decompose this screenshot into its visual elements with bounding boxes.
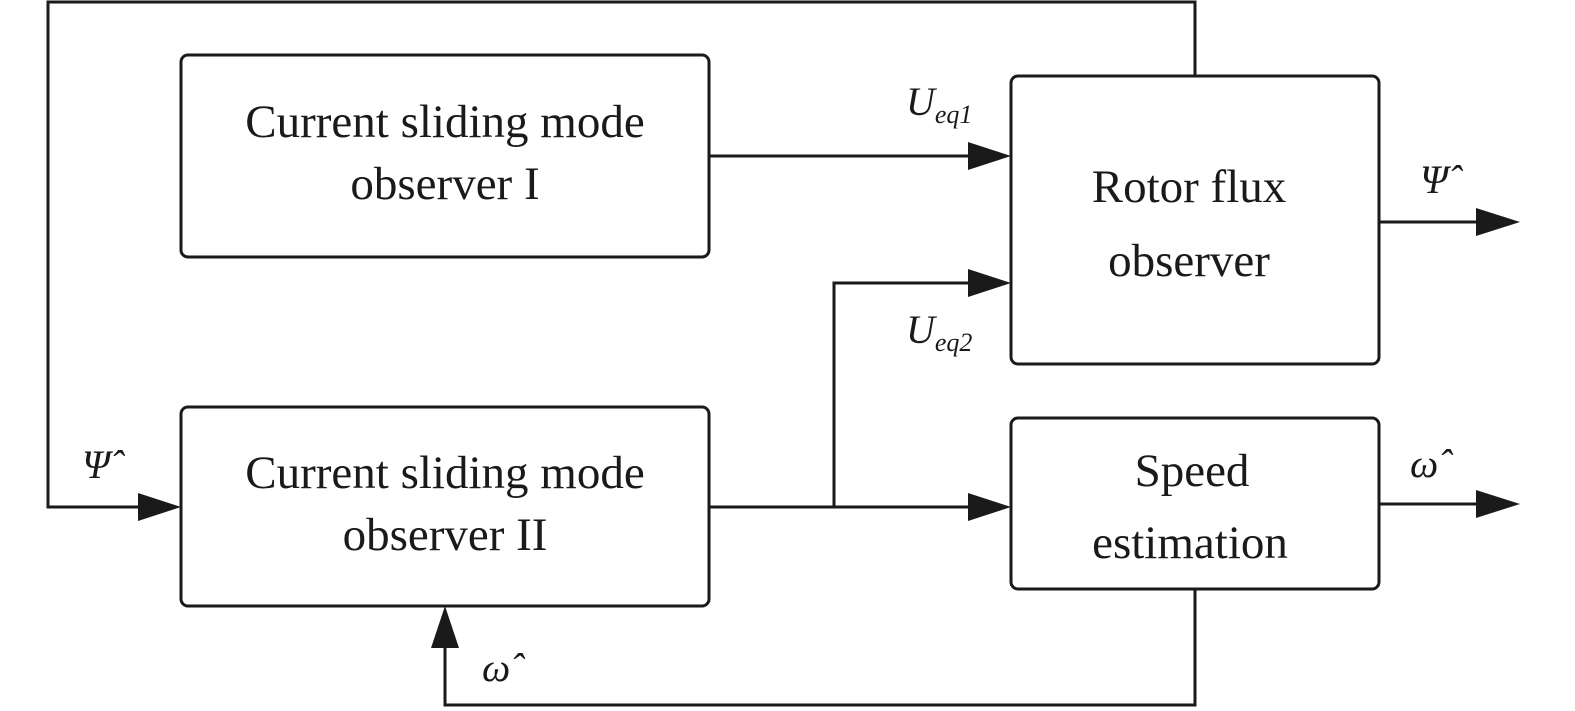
flux-feedback-arrowhead [138,493,181,521]
speed-estimation-label-line2: estimation [1092,517,1288,569]
speed-feedback-loop [431,589,1197,707]
flux-feedback-loop [46,0,1197,521]
ueq1-arrowhead [968,142,1011,170]
speed-feedback-arrowhead [431,606,459,648]
flux-output-label: Ψ̂ [1420,157,1463,202]
observer-1-label-line2: observer I [350,158,539,210]
observer-2-label-line1: Current sliding mode [245,447,644,499]
rotor-flux-observer: Rotor flux observer [1009,74,1381,366]
ueq1-label: Ueq1 [906,79,972,129]
rotor-flux-label-line2: observer [1108,235,1270,287]
speed-output-label: ω̂ [1410,441,1453,486]
current-sliding-mode-observer-1: Current sliding mode observer I [179,53,711,259]
rotor-flux-label-line1: Rotor flux [1092,161,1287,213]
speed-input-arrowhead [968,493,1011,521]
speed-estimation: Speed estimation [1009,416,1381,591]
flux-feedback-label: Ψ̂ [82,442,125,487]
current-sliding-mode-observer-2: Current sliding mode observer II [179,405,711,608]
ueq2-connection [709,269,1011,521]
speed-estimation-label-line1: Speed [1135,445,1250,497]
ueq2-arrowhead [968,269,1011,297]
flux-output-arrowhead [1476,208,1520,236]
flux-output-connection [1379,208,1520,236]
speed-output-connection [1379,490,1520,518]
speed-feedback-label: ω̂ [482,645,525,690]
observer-1-label-line1: Current sliding mode [245,96,644,148]
observer-2-label-line2: observer II [343,509,548,561]
ueq2-label: Ueq2 [906,307,972,357]
ueq1-connection [709,142,1011,170]
speed-output-arrowhead [1476,490,1520,518]
